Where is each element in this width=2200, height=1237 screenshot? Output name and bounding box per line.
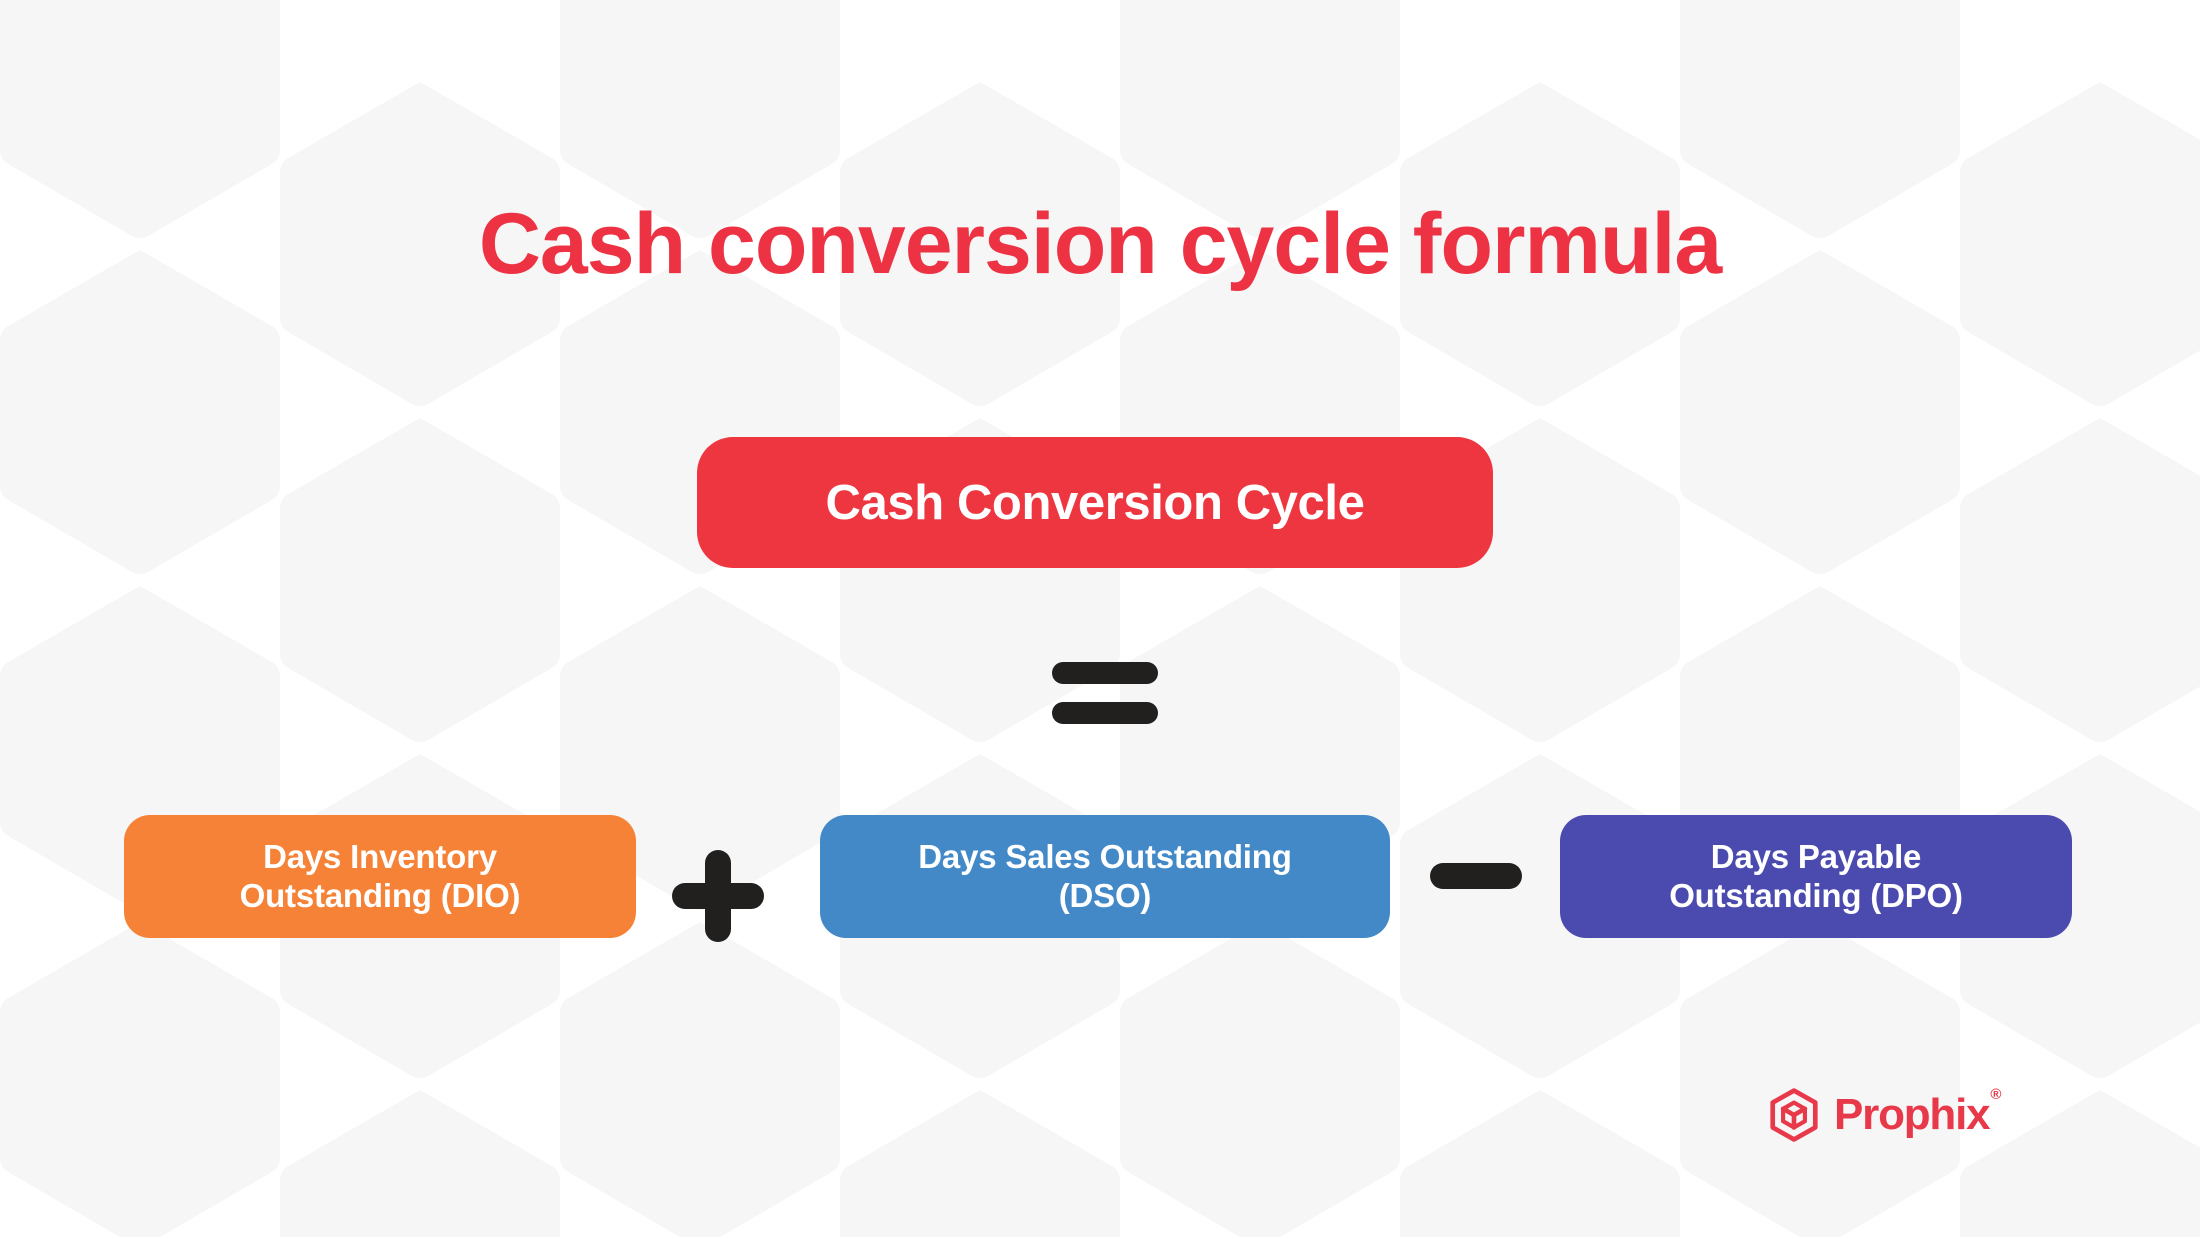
- minus-operator-icon: [1430, 863, 1522, 889]
- term-box-dpo-line2: Outstanding (DPO): [1669, 876, 1963, 914]
- term-box-dpo-line1: Days Payable: [1710, 837, 1922, 875]
- prophix-cube-icon: [1770, 1088, 1818, 1142]
- minus-bar-horizontal: [1430, 863, 1522, 889]
- term-box-dio-label: Days Inventory Outstanding (DIO): [240, 838, 521, 916]
- prophix-wordmark-text: Prophix: [1834, 1090, 1991, 1139]
- prophix-logo: Prophix®: [1768, 1087, 2001, 1143]
- plus-operator-icon: [672, 850, 764, 942]
- registered-trademark-symbol: ®: [1990, 1086, 2002, 1104]
- term-box-dpo: Days Payable Outstanding (DPO): [1560, 815, 2072, 938]
- result-term-label: Cash Conversion Cycle: [825, 475, 1365, 530]
- term-box-dso: Days Sales Outstanding (DSO): [820, 815, 1390, 938]
- term-box-dso-line1: Days Sales Outstanding: [918, 837, 1292, 875]
- prophix-wordmark: Prophix®: [1834, 1087, 2001, 1139]
- term-box-dio-line2: Outstanding (DIO): [239, 876, 521, 914]
- term-box-dio: Days Inventory Outstanding (DIO): [124, 815, 636, 938]
- page-title: Cash conversion cycle formula: [478, 196, 1722, 292]
- equals-operator-icon: [1052, 662, 1158, 724]
- result-term-cash-conversion-cycle: Cash Conversion Cycle: [697, 437, 1493, 568]
- equals-bar-top: [1052, 662, 1158, 684]
- plus-bar-vertical: [705, 850, 731, 942]
- term-box-dso-label: Days Sales Outstanding (DSO): [918, 837, 1292, 916]
- term-box-dio-line1: Days Inventory: [263, 837, 497, 875]
- term-box-dpo-label: Days Payable Outstanding (DPO): [1669, 838, 1963, 916]
- equals-bar-bottom: [1052, 702, 1158, 724]
- term-box-dso-line2: (DSO): [1058, 876, 1152, 914]
